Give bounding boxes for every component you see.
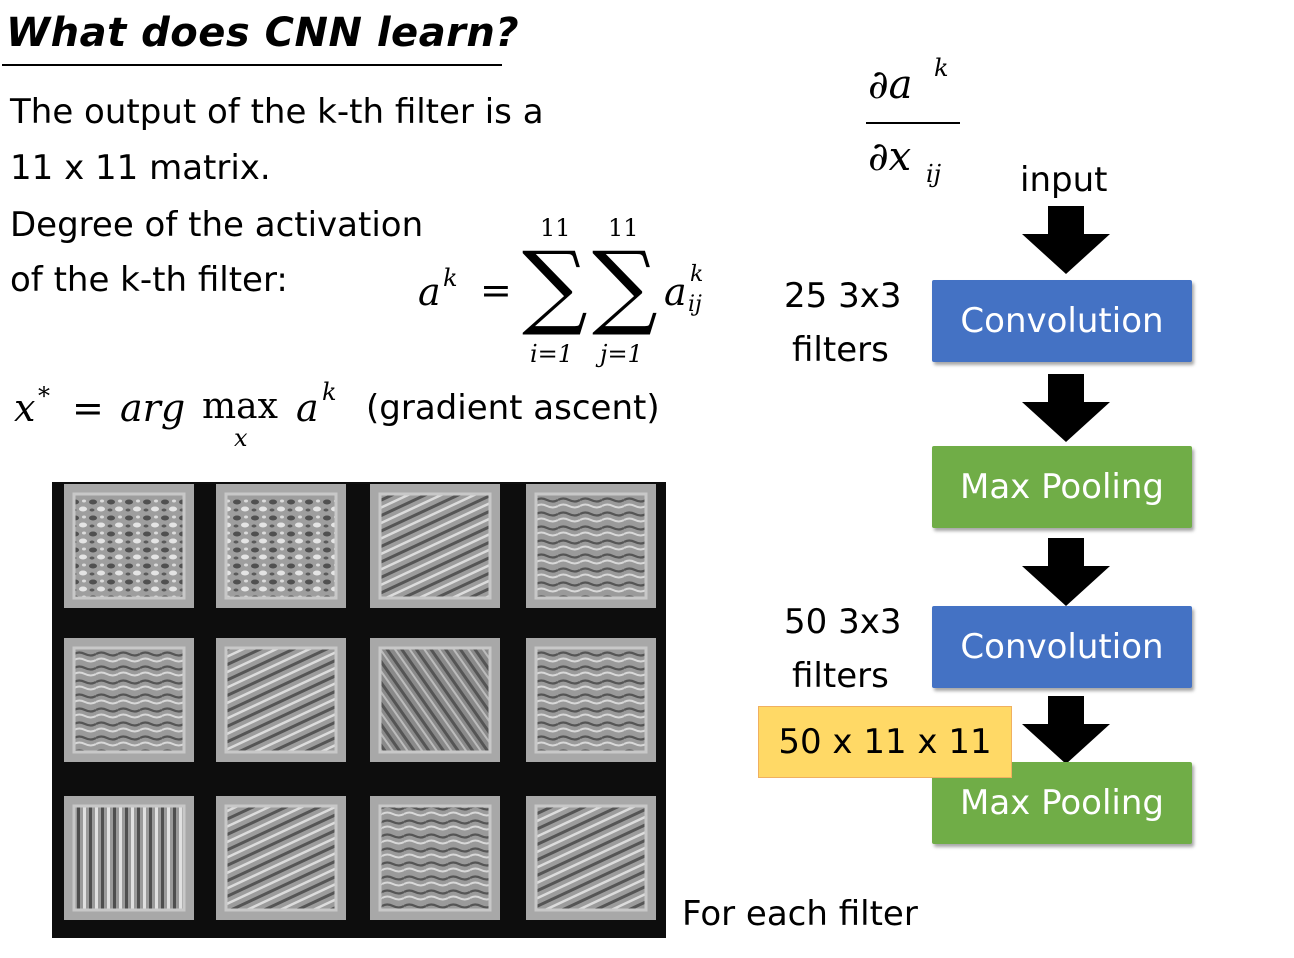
formula-term-sub: ij — [688, 292, 702, 317]
description-line-1: The output of the k-th filter is a — [10, 92, 544, 132]
arrow-down-icon — [1022, 206, 1110, 274]
sum-lower-j: j=1 — [600, 340, 643, 368]
conv2-filters-word: filters — [792, 656, 889, 696]
description-line-4: of the k-th filter: — [10, 260, 288, 300]
fraction-bar — [866, 122, 960, 124]
argmax-equals: = — [72, 386, 104, 430]
argmax-sup: k — [322, 378, 337, 406]
formula-term-sup: k — [690, 262, 704, 287]
filter-tile — [526, 796, 656, 920]
max-pooling-block-1: Max Pooling — [932, 446, 1192, 528]
filter-tile — [526, 638, 656, 762]
filter-tile — [64, 796, 194, 920]
partial-denominator: ∂x — [868, 134, 912, 180]
conv2-filters-count: 50 3x3 — [784, 602, 902, 642]
arrow-down-icon — [1022, 538, 1110, 606]
partial-numerator: ∂a — [868, 62, 913, 108]
conv1-filters-word: filters — [792, 330, 889, 370]
partial-numerator-sup: k — [934, 54, 949, 82]
filter-tile — [216, 638, 346, 762]
filter-tile — [370, 484, 500, 608]
formula-term: a — [664, 270, 687, 314]
filter-tile — [64, 484, 194, 608]
max-subscript: x — [234, 424, 248, 452]
convolution-block-2: Convolution — [932, 606, 1192, 688]
filter-tile — [370, 638, 500, 762]
filter-tile — [370, 796, 500, 920]
sum-upper-2: 11 — [608, 214, 639, 242]
title-underline — [2, 64, 502, 66]
sigma-2: ∑ — [592, 232, 658, 339]
x-star: x — [14, 386, 36, 430]
max-text: max — [202, 386, 278, 427]
filter-visualization-grid — [52, 482, 666, 938]
input-label: input — [1020, 160, 1108, 200]
filter-tile — [216, 796, 346, 920]
filter-tile — [64, 638, 194, 762]
partial-denominator-sub: ij — [926, 160, 942, 188]
filter-tile — [526, 484, 656, 608]
sigma-1: ∑ — [522, 232, 588, 339]
filter-tile — [216, 484, 346, 608]
sum-lower-i: i=1 — [530, 340, 574, 368]
arrow-down-icon — [1022, 696, 1110, 764]
for-each-filter-label: For each filter — [682, 894, 918, 934]
output-shape-note: 50 x 11 x 11 — [758, 706, 1012, 778]
description-line-3: Degree of the activation — [10, 205, 424, 245]
conv1-filters-count: 25 3x3 — [784, 276, 902, 316]
slide-title: What does CNN learn? — [6, 10, 520, 56]
gradient-ascent-label: (gradient ascent) — [366, 388, 660, 428]
arg-text: arg — [120, 386, 186, 430]
arrow-down-icon — [1022, 374, 1110, 442]
argmax-a: a — [296, 386, 319, 430]
description-line-2: 11 x 11 matrix. — [10, 148, 271, 188]
star: * — [38, 382, 50, 410]
formula-lhs: a — [418, 270, 441, 314]
formula-lhs-sup: k — [443, 264, 458, 292]
formula-equals: = — [480, 268, 512, 312]
sum-upper-1: 11 — [540, 214, 571, 242]
convolution-block-1: Convolution — [932, 280, 1192, 362]
